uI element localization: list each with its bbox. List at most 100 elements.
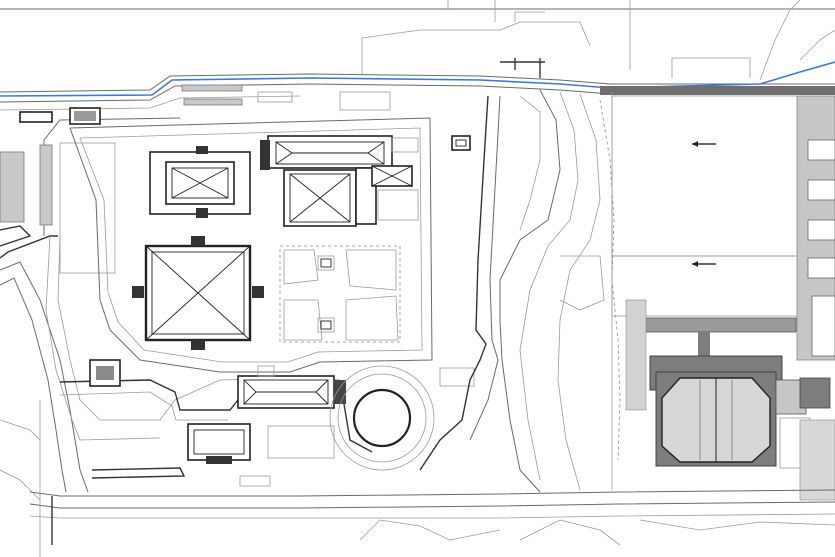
plan-linework (320, 258, 332, 268)
plan-linework (243, 391, 257, 405)
north-road (0, 61, 835, 111)
building-nw-hall (149, 146, 251, 218)
plan-linework (0, 151, 25, 223)
plan-linework (611, 95, 799, 257)
plan-linework (171, 167, 229, 199)
plan-linework (807, 179, 835, 201)
plan-linework (439, 367, 475, 387)
plan-linework (519, 519, 621, 546)
plan-linework (519, 95, 541, 231)
plan-linework (639, 317, 797, 333)
plan-linework (557, 93, 601, 491)
compound-walls (59, 117, 433, 421)
north-parking (181, 84, 391, 111)
south-road (0, 400, 835, 557)
plan-linework (257, 91, 293, 103)
plan-linework (317, 255, 335, 271)
plan-linework (698, 332, 710, 356)
plan-linework (91, 467, 186, 479)
plan-linework (257, 365, 275, 377)
building-central-hall (132, 236, 264, 350)
plan-linework (671, 57, 751, 78)
plan-linework (29, 489, 835, 497)
plan-linework (367, 141, 385, 154)
plan-linework (267, 135, 393, 169)
plan-linework (391, 137, 419, 153)
small-pavilions (89, 135, 475, 387)
plan-linework (377, 189, 419, 221)
plan-linework (252, 286, 264, 298)
plan-linework (283, 299, 323, 341)
plan-linework (39, 144, 53, 226)
plan-linework (196, 146, 208, 154)
building-main-palace (260, 135, 419, 227)
plan-linework (317, 317, 335, 333)
plan-linework (187, 423, 251, 461)
east-plaza (611, 95, 799, 317)
plan-linework (799, 419, 835, 501)
plan-linework (96, 366, 114, 380)
plan-linework (59, 391, 228, 421)
plan-linework (499, 89, 561, 493)
plan-linework (559, 255, 605, 311)
plan-linework (811, 295, 835, 357)
west-parking (0, 142, 116, 274)
plan-linework (181, 84, 243, 92)
plan-linework (367, 152, 385, 165)
plan-linework (807, 219, 835, 241)
plan-linework (267, 425, 335, 459)
plan-linework (469, 95, 501, 441)
water-main-line (0, 61, 835, 97)
plan-linework (191, 236, 205, 246)
gate-house (19, 111, 53, 123)
parcel-lines (0, 0, 835, 81)
plan-linework (0, 261, 89, 493)
plan-linework (692, 141, 698, 147)
plan-linework (59, 379, 239, 411)
plan-linework (29, 513, 835, 519)
plan-linework (275, 141, 385, 165)
plan-linework (0, 95, 301, 111)
plan-linework (45, 235, 161, 441)
plan-linework (339, 91, 391, 111)
plan-linework (183, 98, 243, 106)
plan-linework (145, 245, 251, 341)
plan-linework (279, 245, 401, 343)
plan-linework (315, 379, 329, 393)
plan-linework (599, 99, 621, 461)
plan-linework (799, 29, 835, 61)
plan-linework (289, 173, 351, 223)
plan-linework (132, 286, 144, 298)
plan-linework (283, 249, 319, 285)
paved-road-east (600, 86, 835, 95)
plan-linework (0, 277, 67, 493)
plan-linework (206, 456, 232, 464)
plan-linework (69, 117, 433, 373)
building-east-arena (639, 317, 831, 469)
plan-linework (0, 419, 41, 441)
plan-linework (334, 380, 346, 404)
plan-linework (171, 167, 229, 199)
plan-linework (807, 257, 835, 279)
plan-linework (519, 91, 579, 481)
plan-linework (455, 139, 467, 147)
plan-linework (343, 403, 373, 453)
plan-linework (371, 165, 413, 187)
plan-linework (807, 139, 835, 161)
building-south-hall (237, 365, 373, 453)
plan-linework (193, 429, 245, 455)
plan-linework (79, 127, 423, 363)
plan-linework (0, 469, 41, 501)
plan-linework (320, 320, 332, 330)
south-buildings (91, 423, 335, 487)
plan-linework (355, 167, 377, 225)
plan-linework (239, 475, 271, 487)
plan-linework (419, 95, 489, 471)
plan-linework (345, 295, 399, 341)
plan-linework (625, 299, 647, 411)
plan-linework (799, 377, 831, 409)
plan-linework (361, 21, 591, 74)
plan-linework (514, 11, 545, 22)
